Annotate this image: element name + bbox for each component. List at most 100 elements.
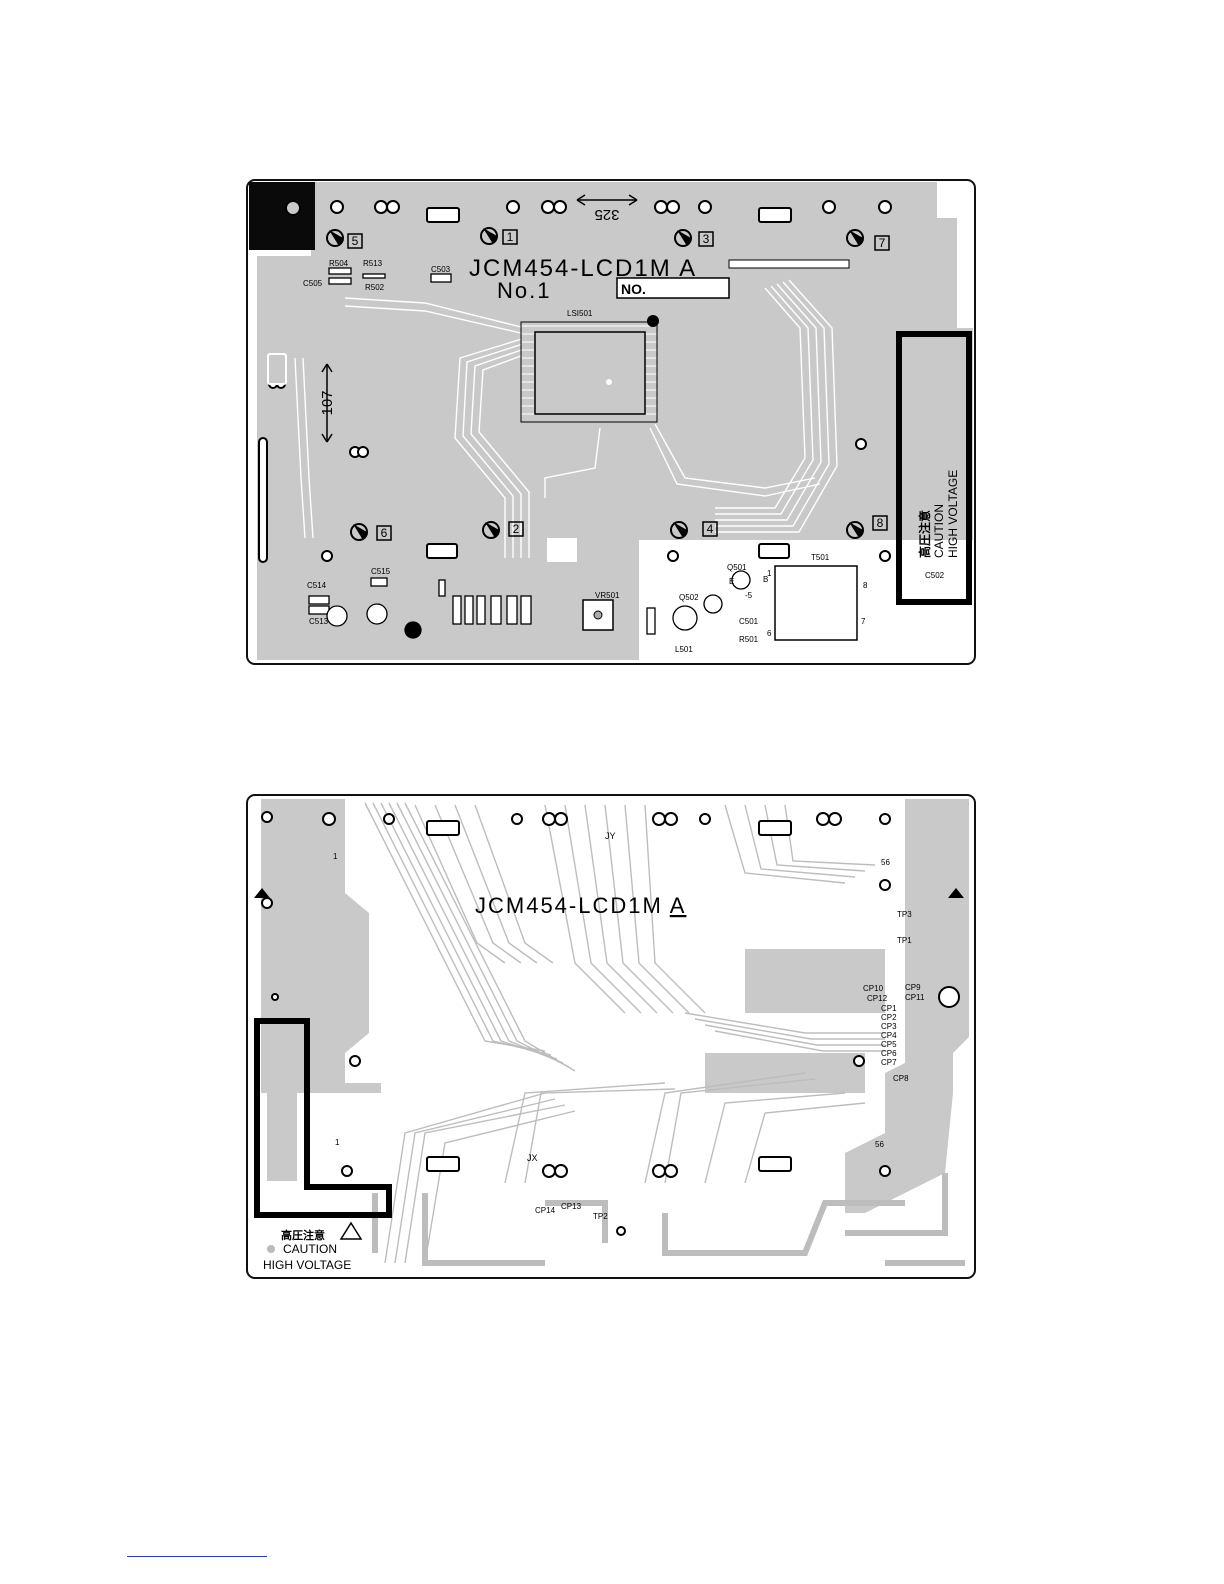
trace-bundle (294, 279, 838, 558)
chip-label: LSI501 (567, 309, 593, 318)
connector-point-labels: CP10 CP9 CP12 CP11 CP1 CP2 CP3 CP4 CP5 C… (535, 983, 925, 1215)
warning-icon (339, 1221, 363, 1240)
connector-point: CP11 (905, 993, 925, 1002)
part-label: Q502 (679, 593, 699, 602)
mount-screw-7: 7 (846, 229, 890, 251)
component-bodies (308, 267, 751, 639)
mount-screws: 5 1 3 7 6 2 4 8 (326, 227, 890, 541)
pin-label: 1 (767, 569, 772, 578)
arrow-left-icon (254, 888, 270, 898)
jy-label: JY (605, 831, 616, 841)
connector-point: CP6 (881, 1049, 897, 1058)
mount-screw-1: 1 (480, 227, 518, 245)
trace-bundle (364, 802, 885, 1264)
part-label: C514 (307, 581, 327, 590)
mount-screw-8: 8 (846, 515, 888, 539)
pin-count: 1 (335, 1138, 340, 1147)
part-labels: R504 R513 R502 C505 C503 C514 C513 C515 … (303, 259, 945, 654)
test-point: TP1 (897, 936, 912, 945)
caution-text: 高圧注意 CAUTION HIGH VOLTAGE (917, 470, 960, 558)
jx-label: JX (527, 1153, 538, 1163)
part-label: C513 (309, 617, 329, 626)
dimension-vertical: 107 (319, 363, 336, 443)
mount-screw-4: 4 (670, 521, 718, 539)
connector-point: CP10 (863, 984, 884, 993)
mount-number: 7 (879, 236, 886, 250)
part-label: Q501 (727, 563, 747, 572)
connector-point: CP12 (867, 994, 888, 1003)
caution-jp: 高圧注意 (917, 510, 932, 558)
caution-text: 高圧注意 CAUTION HIGH VOLTAGE (263, 1221, 363, 1272)
pin-label: E (729, 577, 734, 586)
no-box (616, 277, 730, 299)
top-pcb-board: 5 1 3 7 6 2 4 8 325 107 JCM454-LCD1M A N… (246, 179, 976, 665)
sub-label: No.1 (497, 278, 551, 303)
copper-region-mid (745, 949, 885, 1013)
pads (258, 207, 792, 563)
part-label: C503 (431, 265, 451, 274)
mounting-block (249, 182, 315, 250)
connector-point: CP9 (905, 983, 921, 992)
arrow-right-icon (948, 888, 964, 898)
part-label: C505 (303, 279, 323, 288)
connector-point: CP8 (893, 1074, 909, 1083)
no-box-label: NO. (621, 281, 646, 297)
caution-jp: 高圧注意 (281, 1228, 325, 1242)
mount-screw-3: 3 (674, 229, 714, 247)
pin-label: 7 (861, 617, 866, 626)
model-label: JCM454-LCD1M A (475, 893, 686, 918)
part-label: VR501 (595, 591, 620, 600)
caution-label: CAUTION (932, 504, 946, 558)
connector-point: CP7 (881, 1058, 897, 1067)
high-voltage-label: HIGH VOLTAGE (263, 1258, 351, 1272)
caution-frame (254, 1018, 392, 1218)
part-label: R501 (739, 635, 759, 644)
pin-label: 8 (863, 581, 868, 590)
model-label: JCM454-LCD1M A (469, 255, 697, 282)
pin-count: 56 (881, 858, 890, 867)
pin-labels: 1 6 7 8 B E -5 (729, 569, 868, 638)
connector-point: CP13 (561, 1202, 582, 1211)
mounting-holes (268, 200, 892, 562)
mount-number: 8 (877, 516, 884, 530)
mount-number: 1 (507, 230, 514, 244)
connector-point: CP4 (881, 1031, 897, 1040)
connector-point: CP3 (881, 1022, 897, 1031)
bottom-pcb-board: JCM454-LCD1M A JY JX 56 56 1 1 TP3 TP1 T… (246, 794, 976, 1279)
part-label: T501 (811, 553, 830, 562)
caution-frame (896, 331, 972, 605)
pin-count-labels: 56 56 1 1 (333, 852, 890, 1149)
mount-number: 5 (352, 234, 359, 248)
part-label: L501 (675, 645, 693, 654)
mount-screw-5: 5 (326, 229, 363, 249)
mount-number: 4 (707, 522, 714, 536)
mount-screw-6: 6 (350, 523, 392, 541)
high-voltage-label: HIGH VOLTAGE (946, 470, 960, 558)
pin-count: 56 (875, 1140, 884, 1149)
dimension-horizontal: 325 (576, 194, 638, 223)
footer-rule (127, 1556, 267, 1557)
lsi-chip: LSI501 (520, 309, 659, 423)
part-label: C515 (371, 567, 391, 576)
part-label: R504 (329, 259, 349, 268)
mounting-holes (261, 811, 960, 1236)
copper-region-bottom (372, 1173, 965, 1266)
dimension-325-label: 325 (594, 206, 619, 223)
pin-label: -5 (745, 591, 753, 600)
test-point-labels: TP3 TP1 TP2 (593, 910, 912, 1221)
part-label: C502 (925, 571, 945, 580)
mount-screw-2: 2 (482, 521, 524, 539)
mount-number: 2 (513, 522, 520, 536)
pin-label: 6 (767, 629, 772, 638)
mount-number: 6 (381, 526, 388, 540)
part-label: R513 (363, 259, 383, 268)
connector-point: CP1 (881, 1004, 897, 1013)
transformer-t501 (774, 565, 858, 641)
copper-region-right (845, 799, 969, 1213)
mount-number: 3 (703, 232, 710, 246)
pad-row (728, 259, 850, 269)
part-label: C501 (739, 617, 759, 626)
test-point: TP2 (593, 1212, 608, 1221)
pads (426, 820, 792, 1172)
test-point: TP3 (897, 910, 912, 919)
